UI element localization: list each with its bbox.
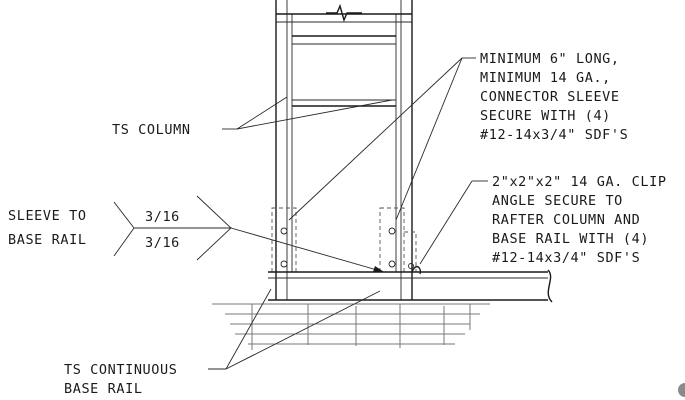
clip-note-line: ANGLE SECURE TO (492, 193, 623, 209)
connector-note-line: SECURE WITH (4) (480, 108, 611, 124)
leader-lines (208, 57, 488, 370)
ts-column-label: TS COLUMN (112, 122, 191, 138)
clip-angle-note: 2"x2"x2" 14 GA. CLIP ANGLE SECURE TO RAF… (492, 174, 667, 266)
weld-symbol (113, 195, 385, 273)
base-rail-bottom-label: BASE RAIL (64, 381, 143, 397)
connector-note-line: CONNECTOR SLEEVE (480, 89, 620, 105)
connector-note-line: MINIMUM 6" LONG, (480, 51, 620, 67)
clip-note-line: 2"x2"x2" 14 GA. CLIP (492, 174, 667, 190)
weld-size-top: 3/16 (145, 209, 180, 225)
page-corner-mark (678, 383, 685, 397)
foundation-lines (212, 303, 490, 350)
ts-column (275, 0, 413, 300)
clip-note-line: BASE RAIL WITH (4) (492, 231, 649, 247)
connector-sleeve-right (379, 207, 405, 273)
connector-note: MINIMUM 6" LONG, MINIMUM 14 GA., CONNECT… (480, 51, 628, 143)
base-rail-side-label: BASE RAIL (8, 232, 87, 248)
clip-note-line: RAFTER COLUMN AND (492, 212, 640, 228)
connector-note-line: MINIMUM 14 GA., (480, 70, 611, 86)
sleeve-to-label: SLEEVE TO (8, 208, 87, 224)
weld-size-bottom: 3/16 (145, 235, 180, 251)
base-rail (268, 269, 553, 303)
clip-note-line: #12-14x3/4" SDF'S (492, 250, 640, 266)
ts-continuous-label: TS CONTINUOUS (64, 362, 177, 378)
connector-note-line: #12-14x3/4" SDF'S (480, 127, 628, 143)
